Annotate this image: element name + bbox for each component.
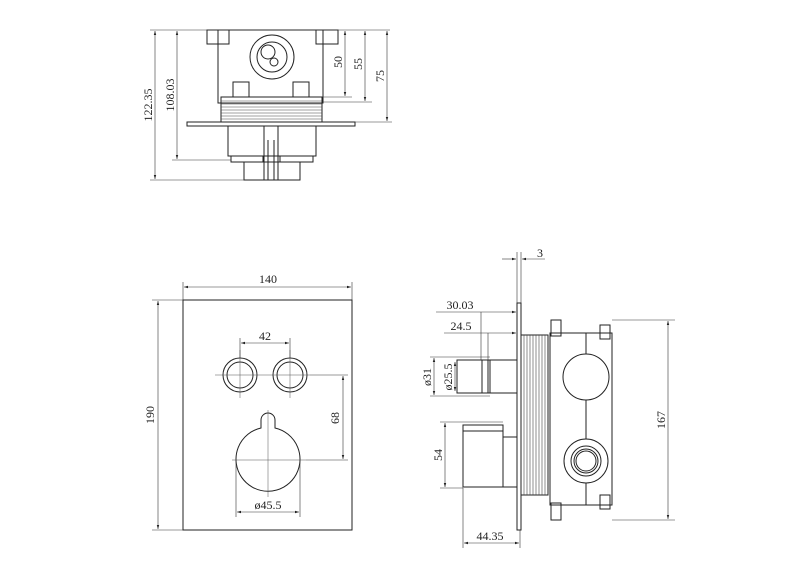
top-view: 122.35 108.03 50 55 75 — [141, 29, 392, 181]
dim-button-projection: 30.03 — [447, 298, 474, 312]
dim-button-outer-dia: ø31 — [420, 368, 434, 386]
dim-55: 55 — [351, 58, 365, 70]
front-view: 140 190 42 68 ø45.5 — [143, 272, 353, 531]
dim-overall-height: 122.35 — [141, 89, 155, 122]
dim-height: 190 — [143, 406, 157, 424]
dim-knob-diameter: ø45.5 — [255, 498, 282, 512]
dim-knob-projection: 44.35 — [477, 529, 504, 543]
dim-button-to-knob: 68 — [328, 412, 342, 424]
dim-button-inner-dia: ø25.5 — [441, 364, 455, 391]
dim-plate-thickness: 3 — [537, 246, 543, 260]
dim-button-body: 24.5 — [451, 319, 472, 333]
dim-50: 50 — [331, 56, 345, 68]
dim-knob-height: 54 — [431, 449, 445, 461]
dim-button-spacing: 42 — [259, 329, 271, 343]
side-view: 3 30.03 24.5 ø31 ø25.5 54 44.35 167 — [420, 246, 675, 548]
dim-box-height: 167 — [654, 411, 668, 429]
dim-width: 140 — [259, 272, 277, 286]
dim-75: 75 — [373, 70, 387, 82]
dim-body-height: 108.03 — [163, 79, 177, 112]
